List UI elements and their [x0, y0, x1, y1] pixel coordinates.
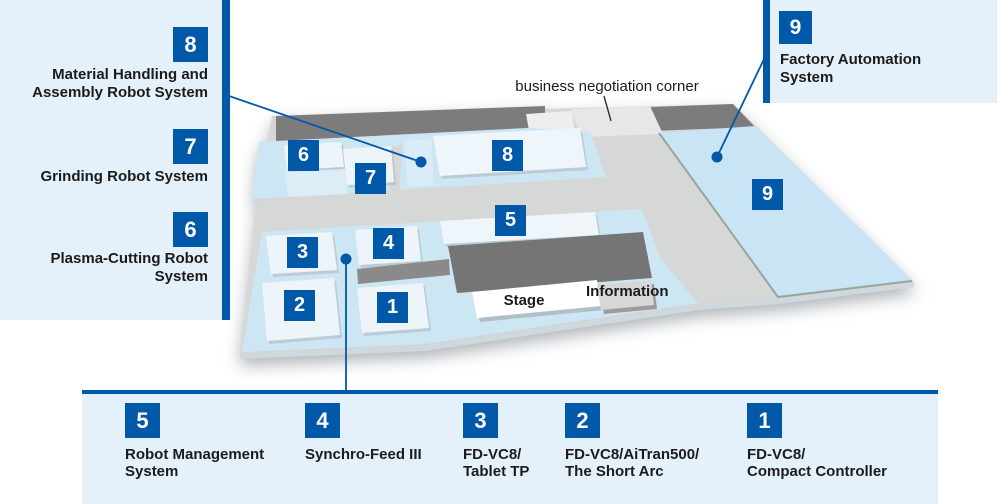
back-wall-left [276, 106, 545, 141]
back-wall-right [651, 104, 755, 131]
right-panel-accent-bar [763, 0, 770, 103]
map-badge-8: 8 [492, 140, 523, 171]
leader-dot-4 [340, 253, 352, 265]
leader-dot-8 [415, 156, 427, 168]
area-9-edge-line [658, 132, 913, 299]
legend-label-2: FD-VC8/AiTran500/ The Short Arc [565, 446, 700, 480]
legend-badge-3: 3 [463, 403, 498, 438]
booth-6b-slab [285, 169, 347, 197]
information-desk [597, 280, 654, 310]
legend-label-6: Plasma-Cutting Robot System [50, 250, 209, 285]
legend-label-8: Material Handling and Assembly Robot Sys… [32, 66, 208, 101]
legend-label-5: Robot Management System [125, 446, 265, 480]
legend-badge-5: 5 [125, 403, 160, 438]
leader-dots [340, 151, 723, 265]
legend-label-1: FD-VC8/ Compact Controller [747, 446, 888, 480]
legend-label-4: Synchro-Feed III [305, 446, 422, 463]
legend-label-3: FD-VC8/ Tablet TP [463, 446, 530, 480]
leader-lines [228, 56, 766, 390]
stage-platform [472, 280, 601, 318]
stage-backdrop [448, 232, 652, 293]
legend-badge-9: 9 [779, 11, 812, 44]
map-badge-4: 4 [373, 228, 404, 259]
business-negotiation-pointer [603, 95, 612, 122]
map-badge-9: 9 [752, 179, 783, 210]
left-panel-accent-bar [222, 0, 230, 320]
information-label: Information [586, 283, 669, 300]
business-corner-area [571, 106, 663, 137]
map-badge-6: 6 [288, 140, 319, 171]
floor-map: Stage Information [240, 104, 914, 359]
stage-label: Stage [504, 292, 545, 309]
legend-badge-6: 6 [173, 212, 208, 247]
legend-badge-1: 1 [747, 403, 782, 438]
legend-badge-8: 8 [173, 27, 208, 62]
leader-line-9 [716, 56, 766, 158]
legend-badge-4: 4 [305, 403, 340, 438]
business-negotiation-label: business negotiation corner [515, 78, 698, 95]
leader-line-8 [228, 95, 422, 163]
floor-side-face [240, 281, 914, 359]
divider-wall [357, 259, 450, 284]
bottom-panel-accent-bar [82, 390, 938, 394]
map-badge-3: 3 [287, 237, 318, 268]
leader-dot-9 [711, 151, 723, 163]
map-badge-5: 5 [495, 205, 526, 236]
legend-badge-2: 2 [565, 403, 600, 438]
bottom-legend-panel [82, 394, 938, 504]
legend-badge-7: 7 [173, 129, 208, 164]
legend-label-7: Grinding Robot System [40, 168, 208, 185]
map-badge-1: 1 [377, 292, 408, 323]
map-badge-7: 7 [355, 163, 386, 194]
legend-label-9: Factory Automation System [780, 51, 922, 86]
area-9-zone [659, 126, 912, 297]
map-badge-2: 2 [284, 290, 315, 321]
